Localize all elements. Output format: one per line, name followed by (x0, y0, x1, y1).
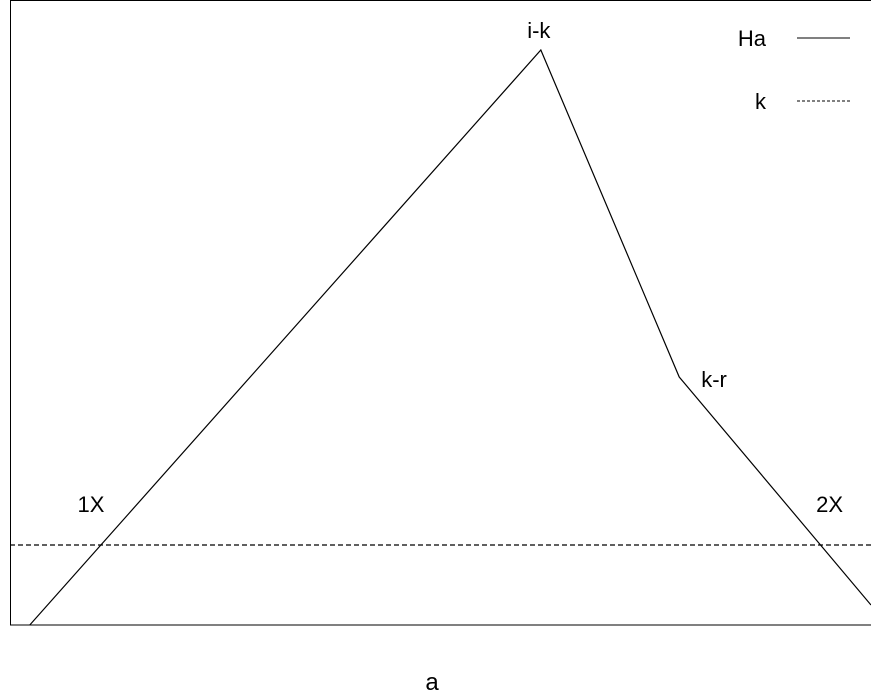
x-axis-label: a (425, 669, 439, 696)
axes (10, 0, 871, 626)
annotations: i-k k-r 1X 2X (78, 18, 844, 517)
annotation-label: k-r (701, 367, 727, 392)
series-layer (10, 48, 871, 626)
annotation-label: 1X (78, 492, 105, 517)
legend-label-ha: Ha (738, 26, 767, 51)
annotation-label: i-k (527, 18, 551, 43)
series-line-ha (29, 48, 871, 626)
annotation-label: 2X (816, 492, 843, 517)
legend: Ha k (738, 26, 850, 114)
legend-label-k: k (755, 89, 767, 114)
